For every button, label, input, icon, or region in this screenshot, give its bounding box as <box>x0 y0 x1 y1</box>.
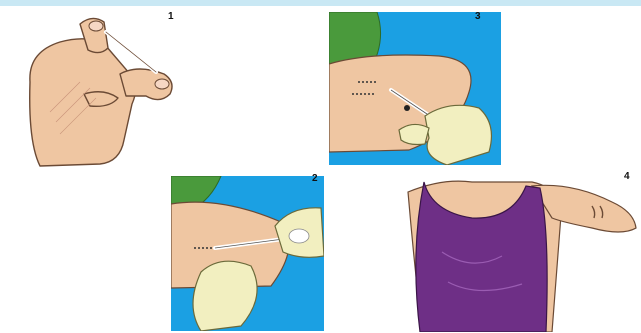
panel-step-3: 3 <box>329 12 501 165</box>
step-number-4: 4 <box>624 171 630 182</box>
hand-holding-implant-illustration <box>20 12 180 172</box>
step-number-2: 2 <box>312 173 318 184</box>
needle-insertion-illustration <box>171 176 324 331</box>
step-number-1: 1 <box>168 11 174 22</box>
arm-insertion-site-illustration <box>329 12 501 165</box>
panel-step-2: 2 <box>171 176 324 331</box>
panel-step-4: 4 <box>402 172 638 332</box>
top-rule <box>0 0 641 6</box>
implant-location-illustration <box>402 172 638 332</box>
panel-step-1: 1 <box>20 12 180 172</box>
step-number-3: 3 <box>475 11 481 22</box>
